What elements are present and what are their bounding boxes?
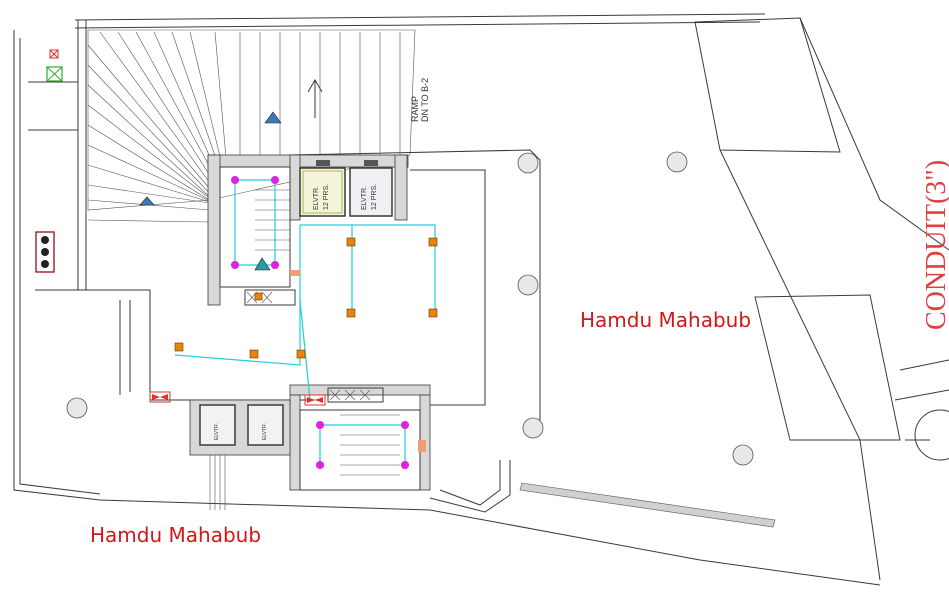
elevator-label-1: ELVTR. xyxy=(313,186,320,210)
device-marker xyxy=(174,342,184,352)
elevator-label-2: ELVTR. xyxy=(361,186,368,210)
fire-extinguisher-icon xyxy=(139,196,155,206)
sensors xyxy=(231,176,409,469)
device-marker xyxy=(296,349,306,359)
elevator-label-4: ELVTR. xyxy=(262,423,268,440)
ramp-arrow xyxy=(307,79,323,118)
smoke-detector-icon xyxy=(401,461,409,469)
smoke-detector-icon xyxy=(401,421,409,429)
smoke-detector-icon xyxy=(271,261,279,269)
columns xyxy=(66,151,754,466)
device-marker xyxy=(254,292,263,301)
watermark-text: Hamdu Mahabub xyxy=(580,308,752,332)
device-marker xyxy=(346,308,356,318)
building-outline xyxy=(13,13,881,586)
elevator-capacity-1: 12 PRS. xyxy=(323,184,330,210)
smoke-detector-icon xyxy=(271,176,279,184)
conduit-label-text: CONDUIT(3") xyxy=(921,160,949,330)
exit-signs xyxy=(46,49,326,406)
fire-extinguisher-icon xyxy=(254,257,271,271)
watermark-text: Hamdu Mahabub xyxy=(90,523,262,547)
elevator-capacity-2: 12 PRS. xyxy=(371,184,378,210)
drain-strip xyxy=(519,482,776,528)
fire-alarm-panel-icon xyxy=(35,231,55,273)
smoke-detector-icon xyxy=(231,261,239,269)
device-marker xyxy=(428,237,438,247)
fire-extinguisher-icon xyxy=(264,111,282,124)
elevator-label-3: ELVTR. xyxy=(214,423,220,440)
elevator-top-1: ELVTR. 12 PRS. xyxy=(299,160,346,217)
smoke-detector-icon xyxy=(316,421,324,429)
ramp-label: RAMP DN TO B-2 xyxy=(410,78,430,122)
alarm-icons xyxy=(139,111,282,271)
conduit-label: CONDUIT(3") xyxy=(921,160,949,330)
device-marker xyxy=(428,308,438,318)
device-markers xyxy=(174,237,438,452)
device-marker xyxy=(346,237,356,247)
device-marker xyxy=(290,270,300,276)
ramp-label-line-1: RAMP xyxy=(410,96,420,122)
exit-sign-icon xyxy=(149,391,171,403)
smoke-detector-icon xyxy=(316,461,324,469)
ramp-fan xyxy=(87,29,416,223)
device-marker xyxy=(418,440,426,452)
exit-sign-icon xyxy=(304,394,326,406)
ramp-label-line-2: DN TO B-2 xyxy=(420,78,430,122)
elevator-top-2: ELVTR. 12 PRS. xyxy=(349,160,393,217)
elevator-lower-1: ELVTR. ELVTR. xyxy=(189,399,291,510)
site-boundary xyxy=(694,17,949,581)
device-marker xyxy=(249,349,259,359)
smoke-detector-icon xyxy=(231,176,239,184)
